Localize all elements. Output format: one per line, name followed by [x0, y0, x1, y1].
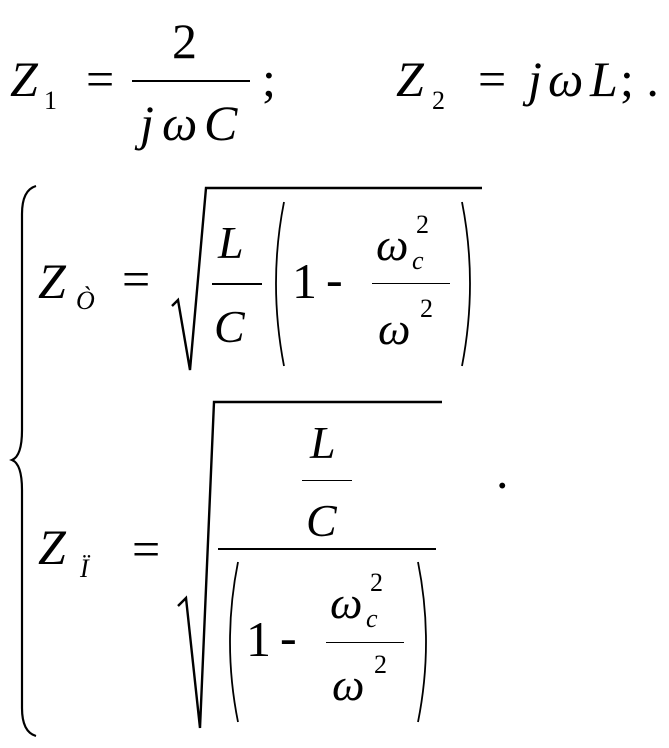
z2-j: j [528, 51, 542, 107]
paren-left-row1 [275, 201, 285, 367]
z1-den-c: C [204, 95, 238, 151]
row2-main-bar [218, 548, 436, 550]
row1-omega-num-sup: 2 [416, 210, 429, 239]
row1-one: 1 [292, 253, 317, 309]
row2-subscript: Ï [80, 554, 89, 583]
paren-left-row2 [229, 561, 239, 723]
row1-symbol: Z [38, 253, 66, 309]
row2-one: 1 [246, 611, 271, 667]
z2-symbol: Z [396, 51, 424, 107]
row2-symbol: Z [38, 519, 66, 575]
z1-separator: ; [262, 51, 276, 107]
z1-den-j: j [140, 95, 154, 151]
row2-inner-bar [302, 480, 352, 481]
row2-omega-den: ω [332, 659, 365, 710]
row1-omega-num-sub: c [412, 246, 424, 275]
row2-omega-num-sub: c [366, 604, 378, 633]
row1-omega-bar [372, 283, 450, 284]
row2-frac-den: C [306, 495, 337, 546]
row1-frac-bar [212, 283, 262, 285]
row1-omega-den: ω [378, 303, 411, 354]
row1-frac-den: C [214, 301, 245, 352]
z1-fraction-bar [132, 80, 250, 82]
z2-l: L [590, 51, 618, 107]
row2-minus: - [280, 609, 297, 665]
z1-den-omega: ω [162, 95, 198, 151]
z1-numerator: 2 [172, 13, 197, 69]
paren-right-row1 [461, 201, 471, 367]
row1-omega-num: ω [376, 219, 409, 270]
z1-subscript: 1 [44, 86, 57, 115]
z2-omega: ω [548, 51, 584, 107]
row2-omega-bar [326, 642, 404, 643]
left-brace [9, 184, 37, 738]
row2-frac-num: L [310, 417, 336, 468]
row1-equals: = [122, 251, 151, 307]
row1-omega-den-sup: 2 [420, 294, 433, 323]
row1-minus: - [326, 251, 343, 307]
paren-right-row2 [417, 561, 427, 723]
row1-subscript: Ò [76, 286, 95, 315]
z2-subscript: 2 [432, 86, 445, 115]
system-period: . [496, 443, 509, 499]
row1-frac-num: L [218, 217, 244, 268]
z1-symbol: Z [10, 51, 38, 107]
radical-row2 [177, 400, 442, 729]
radical-row1 [171, 186, 482, 371]
row2-omega-den-sup: 2 [374, 650, 387, 679]
z2-tail: ; . [620, 51, 659, 107]
z1-equals: = [86, 51, 115, 107]
row2-equals: = [132, 521, 161, 577]
row2-omega-num-sup: 2 [370, 568, 383, 597]
z2-equals: = [478, 51, 507, 107]
row2-omega-num: ω [330, 577, 363, 628]
